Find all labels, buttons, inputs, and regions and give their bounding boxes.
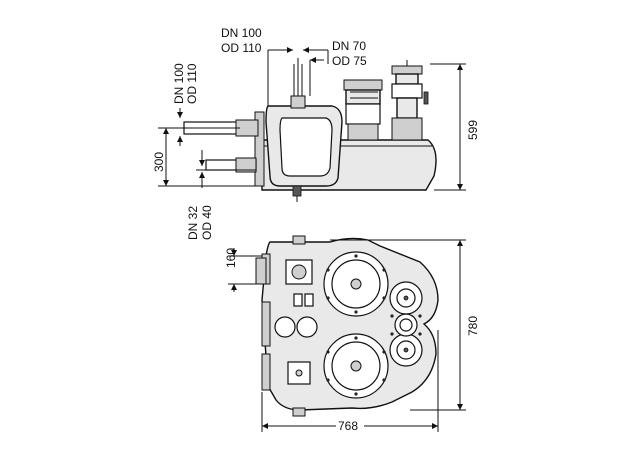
depth-label: 780 [466, 316, 480, 336]
top-inlet-od: OD 110 [221, 41, 262, 55]
valve-center [394, 313, 418, 337]
motor-top [389, 281, 423, 315]
chamber-bottom [323, 333, 389, 399]
motor-bottom [389, 333, 423, 367]
left-inlet-od: OD 110 [185, 63, 199, 104]
vent-dn: DN 70 [332, 39, 366, 53]
vent-od: OD 75 [332, 54, 367, 68]
chamber-top [323, 251, 389, 317]
total-height-label: 599 [466, 120, 480, 140]
outlet-dn: DN 32 [186, 206, 200, 240]
left-inlet-dn: DN 100 [172, 63, 186, 104]
plan-view: 160 780 768 [224, 235, 480, 433]
top-inlet-dn: DN 100 [221, 26, 262, 40]
outlet-od: OD 40 [200, 205, 214, 240]
side-nozzle [255, 257, 267, 285]
motor [343, 79, 383, 141]
side-view: DN 100 OD 110 DN 70 OD 75 DN 100 OD 110 … [152, 26, 480, 240]
width-label: 768 [338, 419, 358, 433]
port-circle-left [274, 316, 296, 338]
gate-valve [391, 60, 429, 141]
inlet-height-label: 300 [152, 152, 166, 172]
port-circle-right [296, 316, 318, 338]
offset-label: 160 [224, 248, 238, 268]
